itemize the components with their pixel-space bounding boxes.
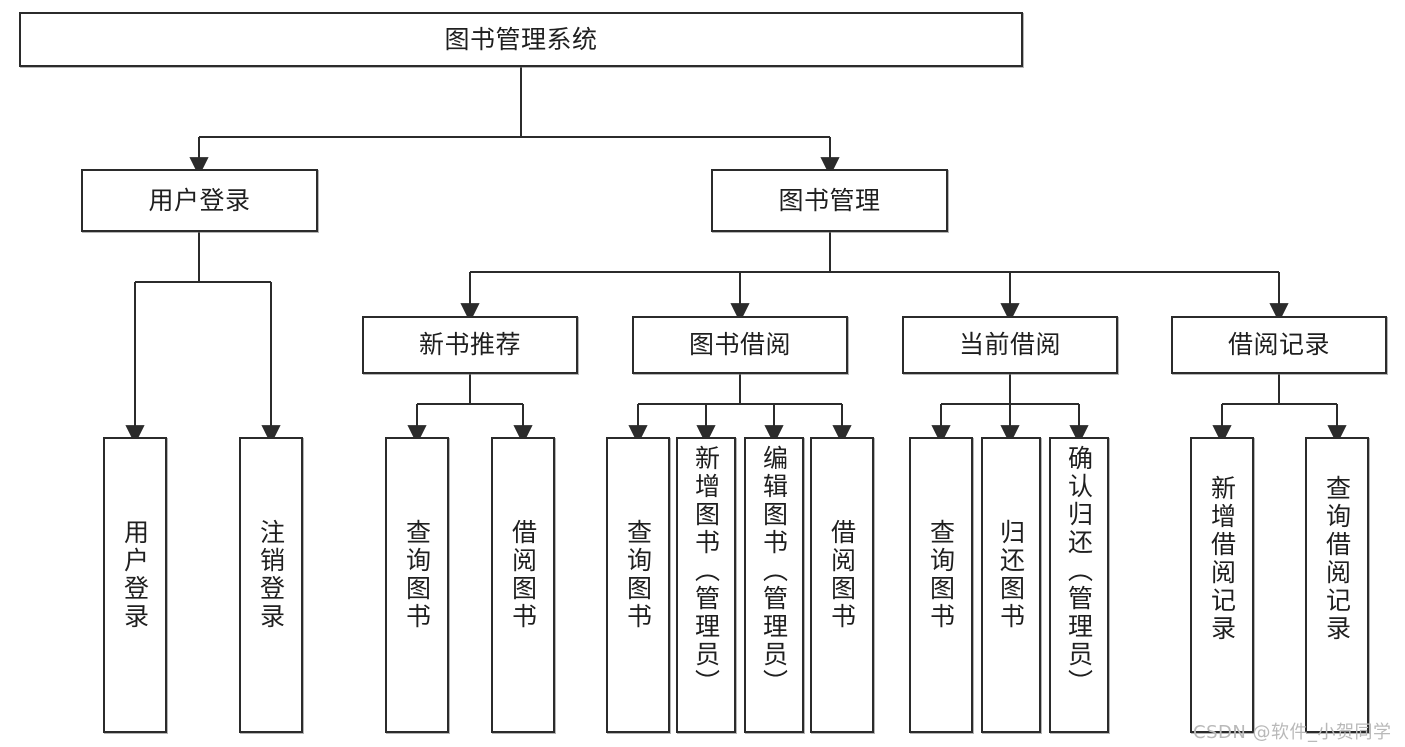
node-leaf-return-book[interactable]: 归还图书 <box>981 437 1041 733</box>
node-root-book-management-system[interactable]: 图书管理系统 <box>19 12 1023 67</box>
node-leaf-edit-book-admin[interactable]: 编辑图书（管理员） <box>744 437 804 733</box>
node-current-borrowing[interactable]: 当前借阅 <box>902 316 1118 374</box>
node-book-borrowing[interactable]: 图书借阅 <box>632 316 848 374</box>
node-book-management[interactable]: 图书管理 <box>711 169 948 232</box>
node-label: 图书借阅 <box>688 330 791 359</box>
node-user-login[interactable]: 用户登录 <box>81 169 318 232</box>
node-leaf-query-book-1[interactable]: 查询图书 <box>385 437 449 733</box>
node-label: 注销登录 <box>256 519 286 631</box>
node-leaf-logout[interactable]: 注销登录 <box>239 437 303 733</box>
node-label: 新书推荐 <box>418 330 521 359</box>
node-label: 归还图书 <box>996 519 1026 631</box>
node-leaf-confirm-return-admin[interactable]: 确认归还（管理员） <box>1049 437 1109 733</box>
node-label: 图书管理 <box>778 185 881 215</box>
node-leaf-borrow-book-2[interactable]: 借阅图书 <box>810 437 874 733</box>
node-label: 新增图书（管理员） <box>691 445 721 697</box>
node-leaf-borrow-book-1[interactable]: 借阅图书 <box>491 437 555 733</box>
node-label: 确认归还（管理员） <box>1064 445 1094 697</box>
node-leaf-query-book-3[interactable]: 查询图书 <box>909 437 973 733</box>
node-label: 编辑图书（管理员） <box>759 445 789 697</box>
node-leaf-query-borrow-record[interactable]: 查询借阅记录 <box>1305 437 1369 733</box>
node-borrowing-record[interactable]: 借阅记录 <box>1171 316 1387 374</box>
node-label: 借阅记录 <box>1227 330 1330 359</box>
node-label: 用户登录 <box>148 185 251 215</box>
node-label: 新增借阅记录 <box>1207 475 1237 643</box>
node-label: 用户登录 <box>120 519 150 631</box>
node-leaf-query-book-2[interactable]: 查询图书 <box>606 437 670 733</box>
node-label: 借阅图书 <box>827 519 857 631</box>
node-label: 借阅图书 <box>508 519 538 631</box>
csdn-watermark: CSDN @软件_小贺同学 <box>1193 722 1392 743</box>
node-label: 查询图书 <box>402 519 432 631</box>
node-leaf-add-book-admin[interactable]: 新增图书（管理员） <box>676 437 736 733</box>
node-label: 查询图书 <box>623 519 653 631</box>
node-label: 查询图书 <box>926 519 956 631</box>
node-leaf-user-login[interactable]: 用户登录 <box>103 437 167 733</box>
node-new-book-recommendation[interactable]: 新书推荐 <box>362 316 578 374</box>
node-label: 查询借阅记录 <box>1322 475 1352 643</box>
node-leaf-add-borrow-record[interactable]: 新增借阅记录 <box>1190 437 1254 733</box>
node-label: 图书管理系统 <box>444 24 598 54</box>
node-label: 当前借阅 <box>958 330 1061 359</box>
